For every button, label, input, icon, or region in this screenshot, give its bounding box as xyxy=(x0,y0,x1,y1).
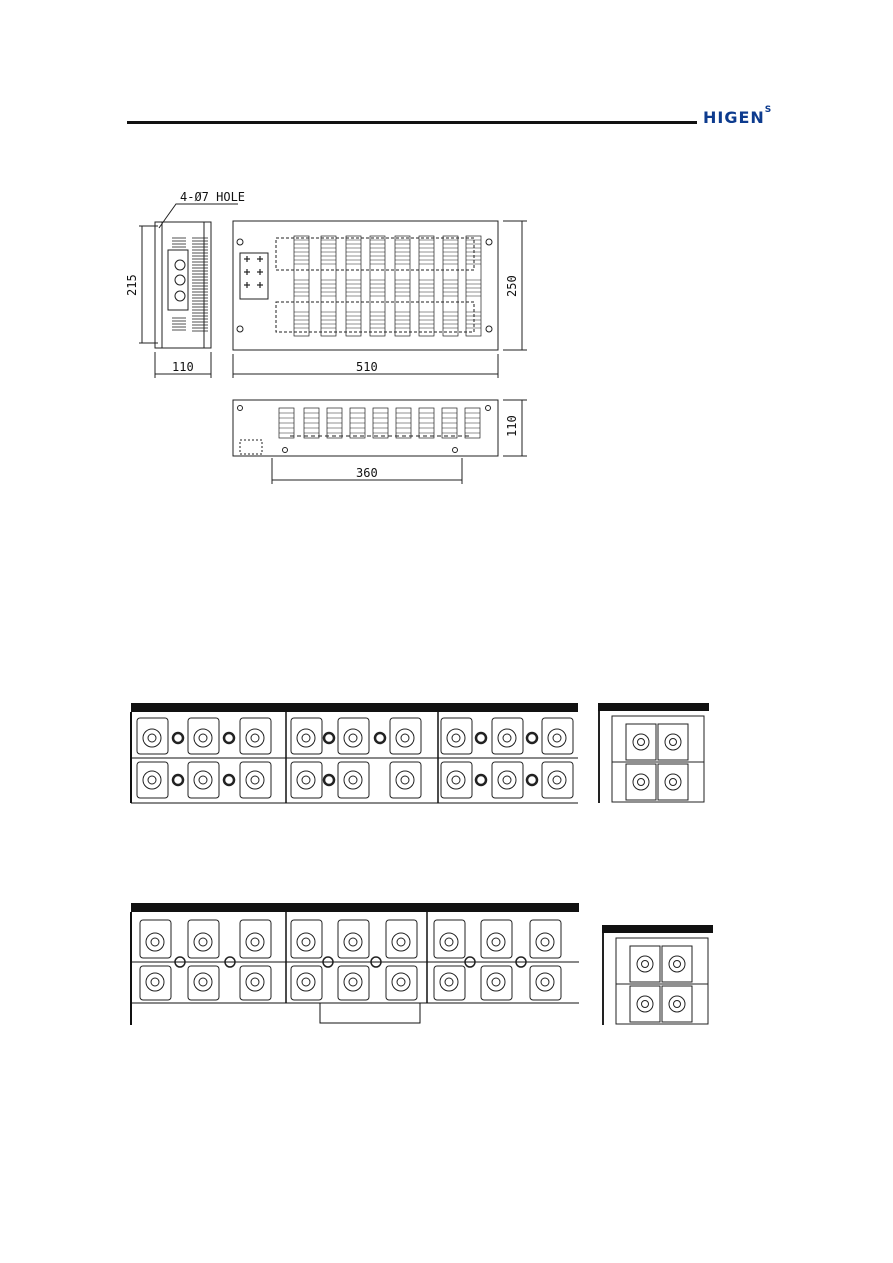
terminal-strip-2 xyxy=(131,903,579,1025)
dim-bottom-height: 110 xyxy=(505,415,519,437)
bottom-view xyxy=(233,400,527,484)
terminal-block-small-2 xyxy=(602,925,713,1025)
dim-side-height: 215 xyxy=(125,274,139,296)
side-view xyxy=(139,204,238,378)
dim-side-width: 110 xyxy=(172,360,194,374)
dim-front-width: 510 xyxy=(356,360,378,374)
front-view xyxy=(233,221,527,378)
terminal-strip-1 xyxy=(131,703,578,803)
terminal-block-small-1 xyxy=(598,703,709,803)
dim-bottom-mount: 360 xyxy=(356,466,378,480)
hole-note: 4-Ø7 HOLE xyxy=(180,190,245,204)
dim-front-height: 250 xyxy=(505,275,519,297)
